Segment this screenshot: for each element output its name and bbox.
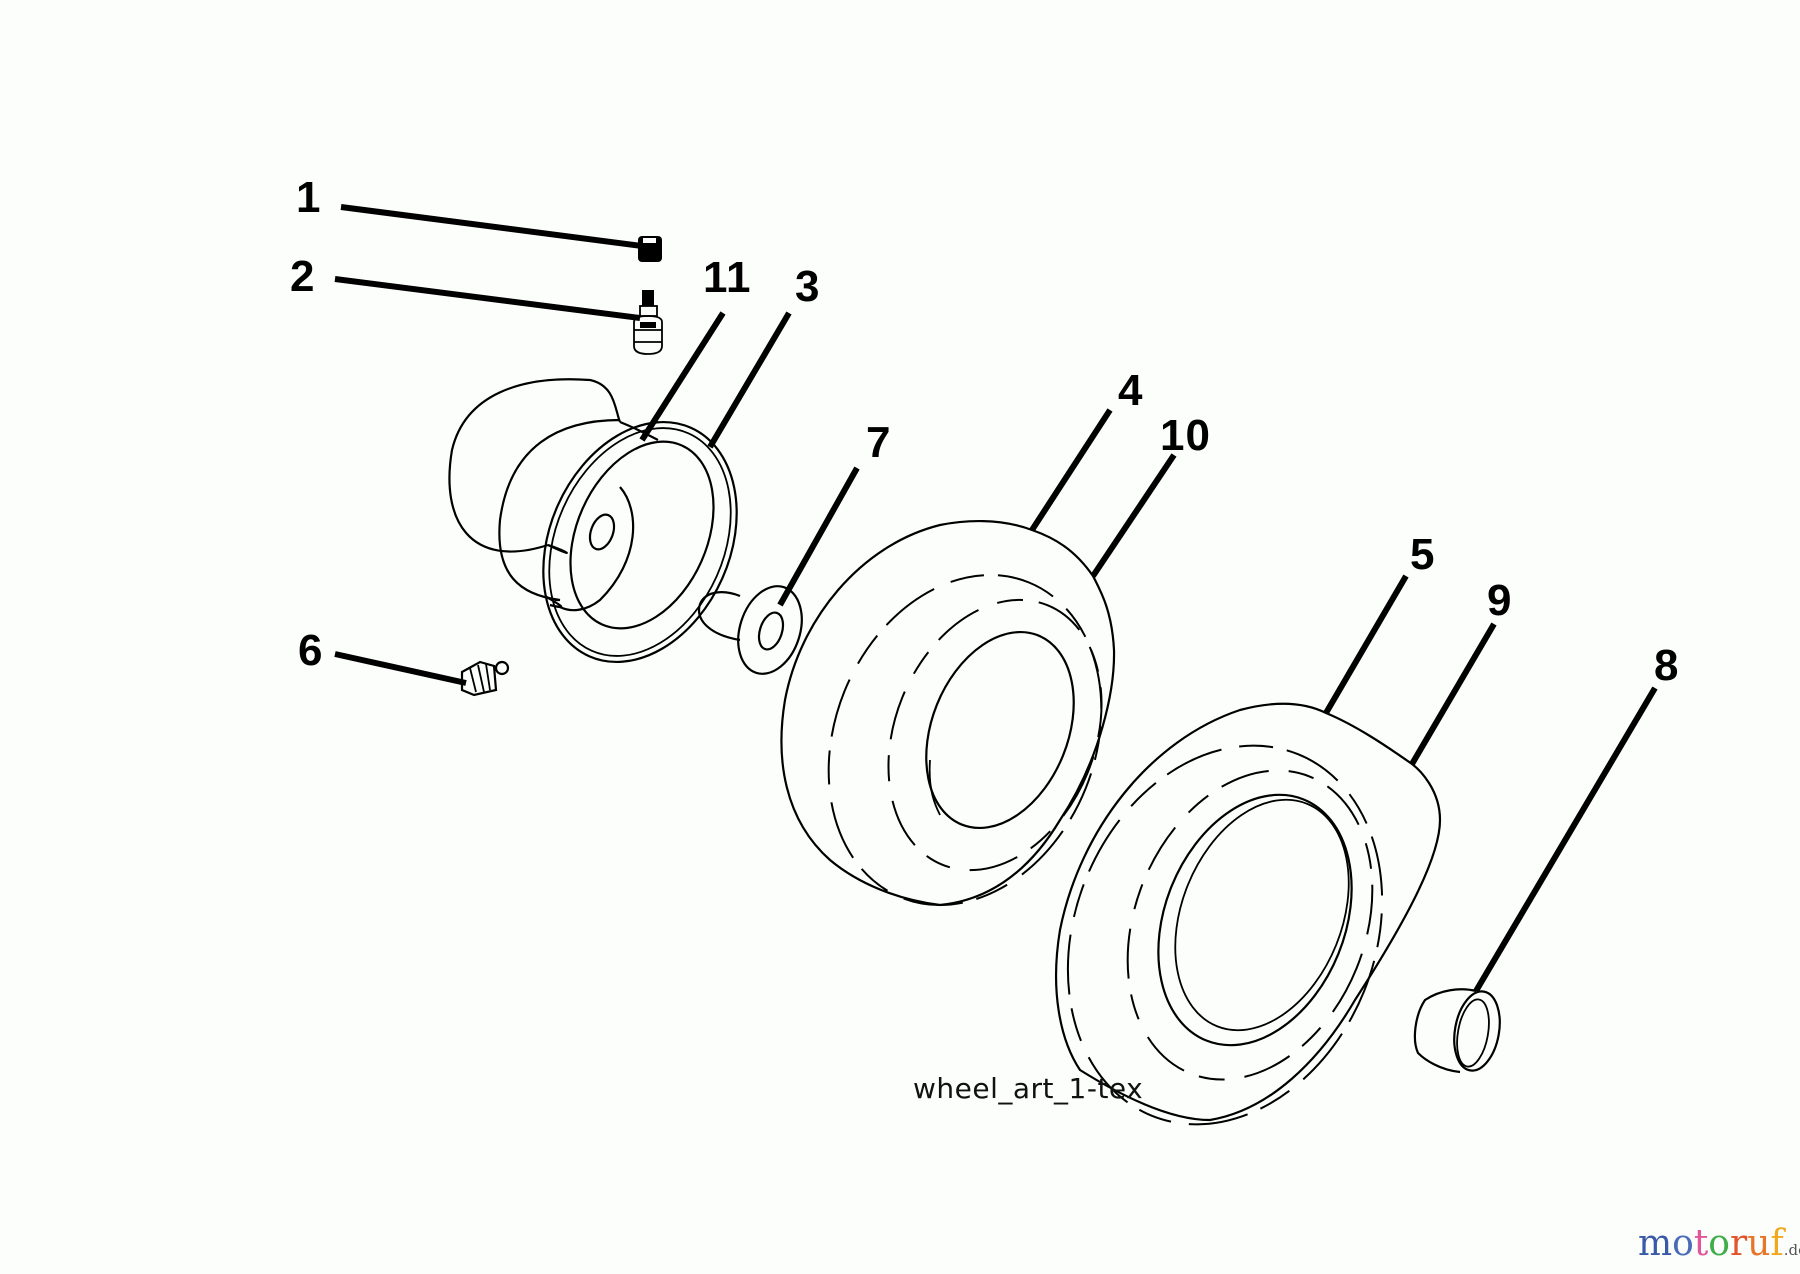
leader-6 [334,651,467,686]
logo-letter: t [1693,1223,1709,1264]
diagram-caption: wheel_art_1-tex [913,1072,1144,1105]
leader-1 [340,204,643,249]
leader-2 [334,276,641,321]
leader-5 [1323,574,1409,715]
grease-fitting-icon [460,660,510,697]
callout-8: 8 [1654,641,1680,690]
leader-7 [777,466,860,607]
logo-letter: u [1747,1223,1771,1264]
logo-letter: o [1672,1223,1694,1264]
logo-letter: o [1708,1223,1730,1264]
callout-9: 9 [1487,576,1513,625]
callout-2: 2 [290,252,316,301]
tire-rear-icon [1055,702,1442,1126]
leader-11 [639,311,726,442]
motoruf-logo: motoruf.de [1638,1226,1800,1262]
leader-8 [1473,686,1658,993]
hub-cap-icon [1413,988,1501,1074]
rim-icon [448,378,738,664]
callout-1: 1 [296,173,322,222]
callout-11: 11 [703,253,752,302]
leader-9 [1409,622,1497,766]
logo-tld: .de [1783,1241,1800,1259]
callout-3: 3 [795,262,821,311]
logo-letter: m [1638,1223,1673,1264]
callout-4: 4 [1118,366,1144,415]
callout-6: 6 [298,626,324,675]
logo-letter: f [1770,1223,1784,1264]
valve-stem-icon [633,290,663,355]
tire-front-icon [780,520,1116,907]
bearing-icon [697,585,803,675]
leader-lines [334,204,1658,993]
leader-3 [707,311,792,449]
callout-5: 5 [1410,530,1436,579]
logo-letter: r [1729,1223,1748,1264]
leader-4 [1029,408,1113,532]
callout-10: 10 [1160,411,1211,460]
valve-cap-icon [638,236,662,262]
leader-10 [1090,453,1177,578]
callout-7: 7 [866,418,892,467]
